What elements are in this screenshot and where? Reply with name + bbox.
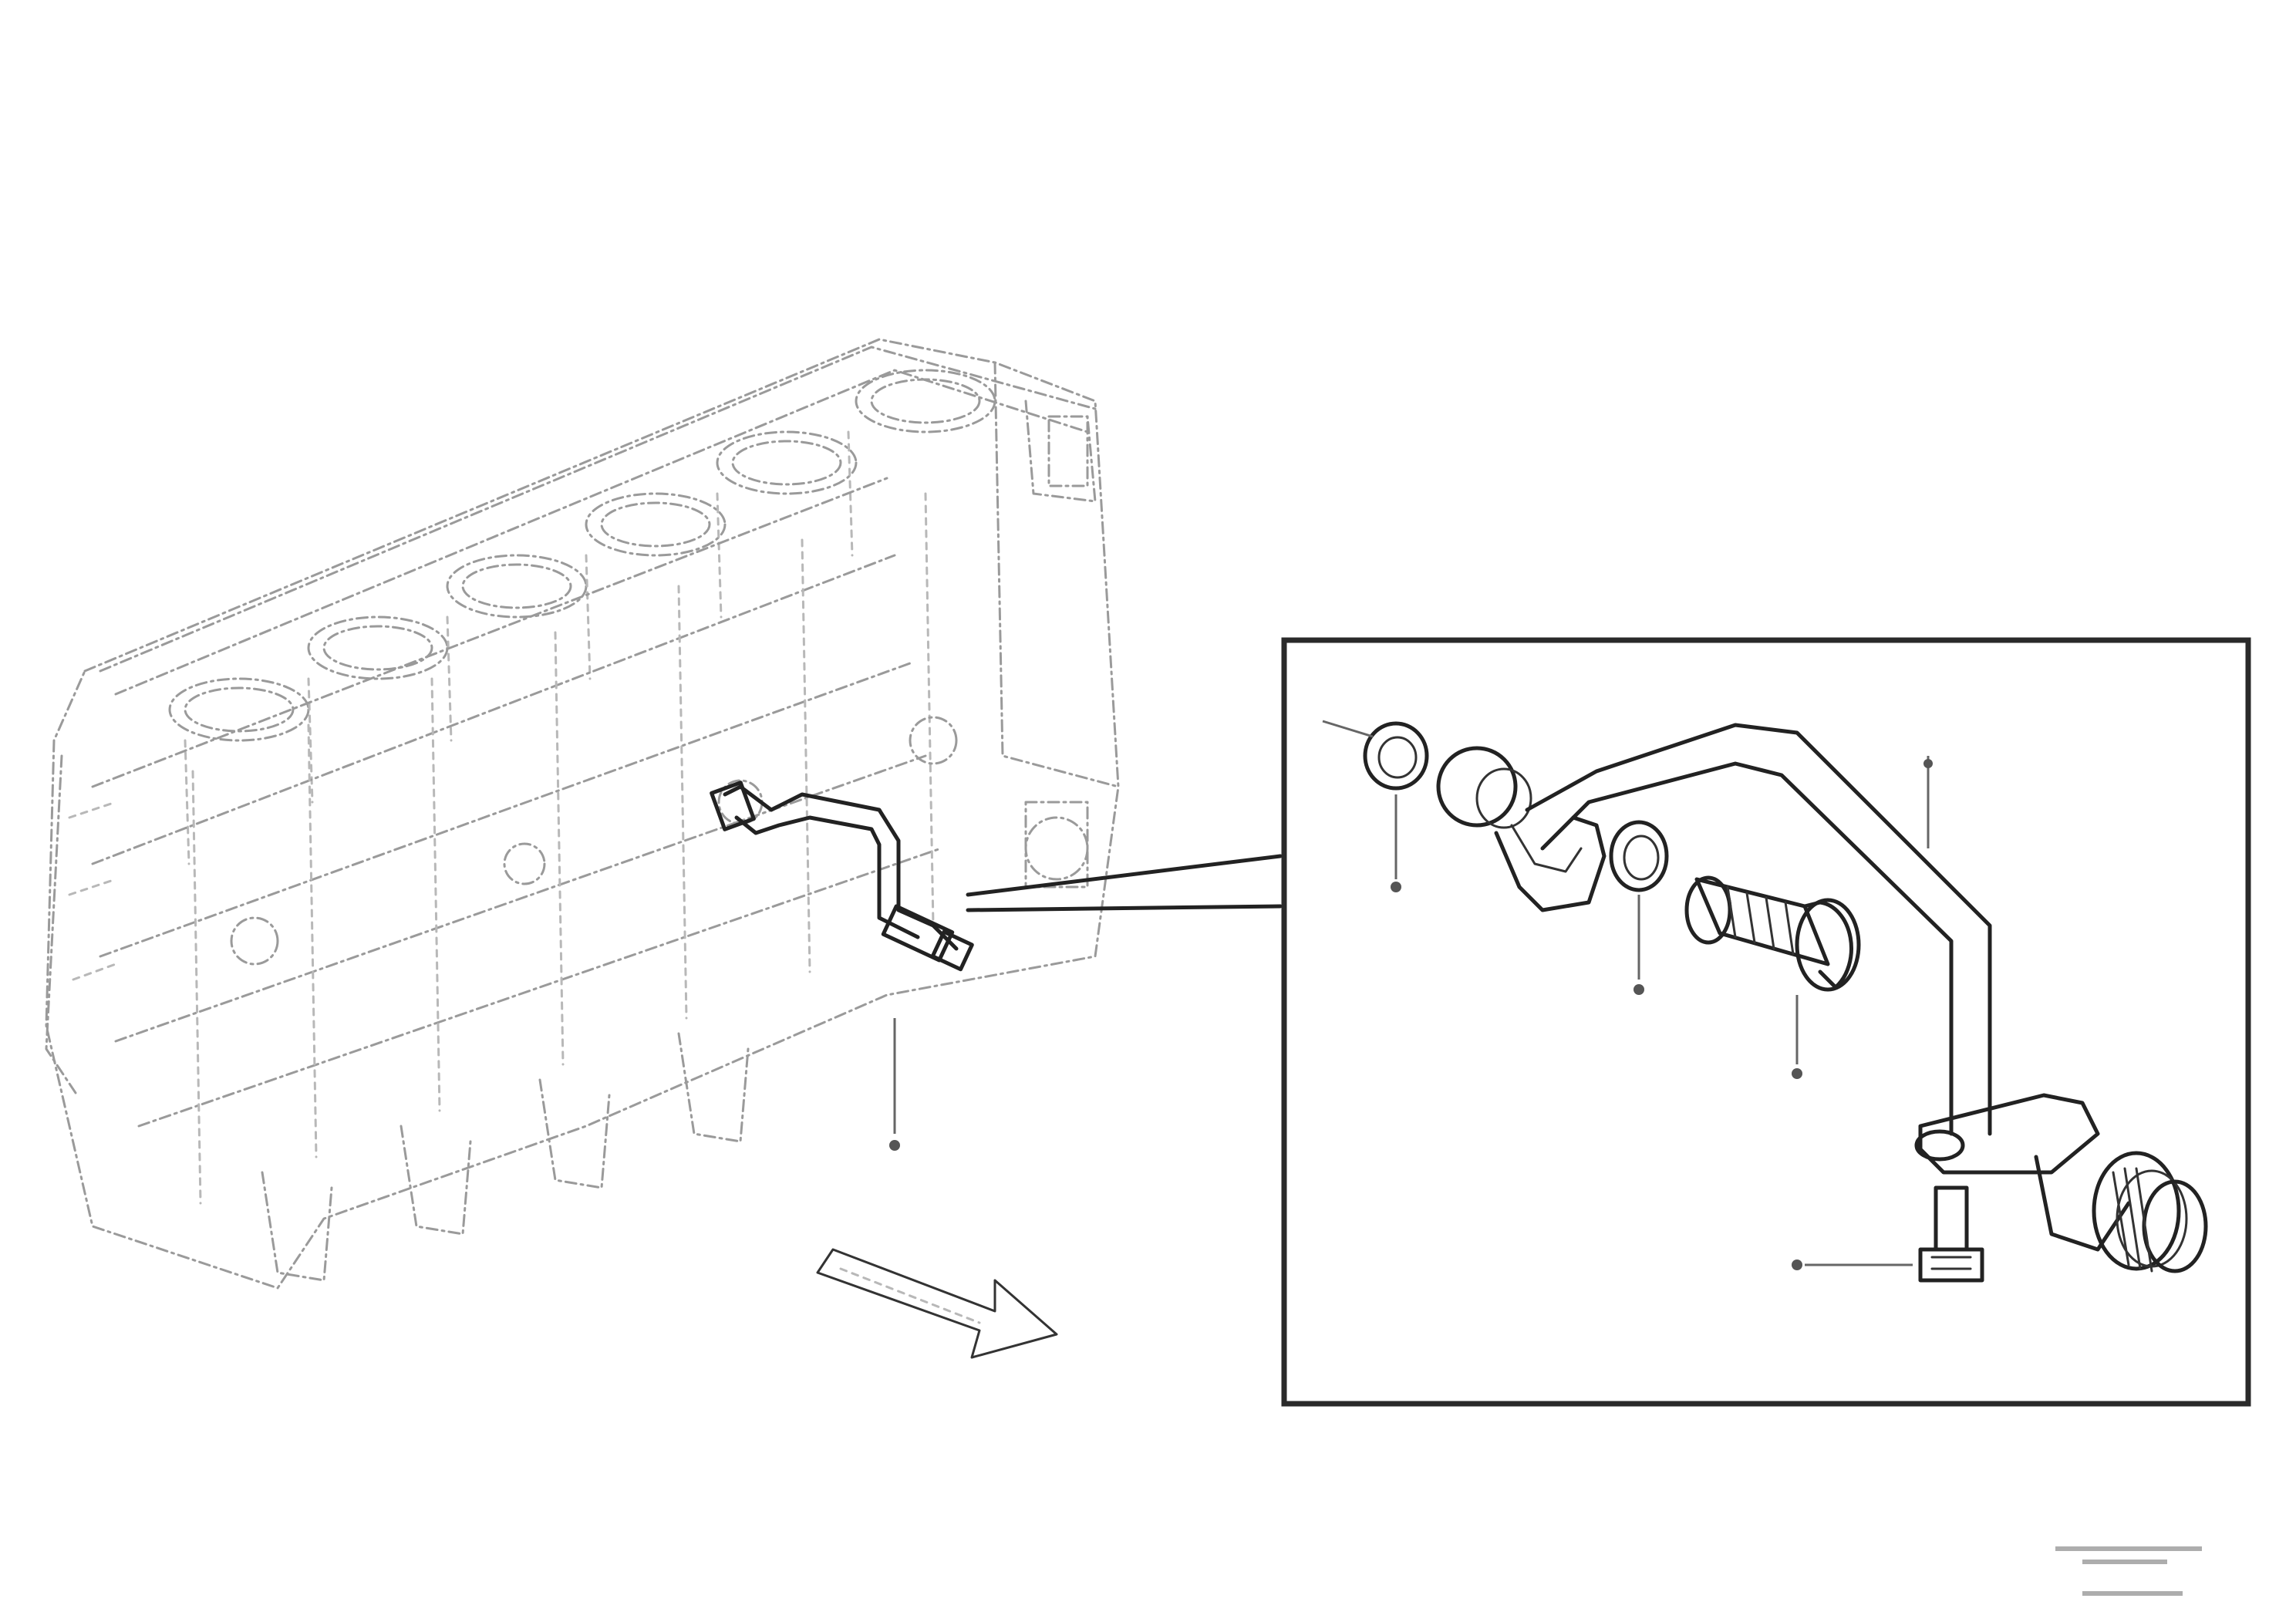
detail-connector bbox=[966, 854, 1283, 912]
overview-callout bbox=[889, 1018, 900, 1151]
reference-bar-bottom bbox=[2082, 1591, 2183, 1596]
engine-block-illustration bbox=[45, 338, 1120, 1290]
direction-arrow-icon bbox=[816, 1248, 1058, 1359]
fastening-bolt bbox=[1792, 1185, 1984, 1283]
oil-pipe-on-block bbox=[710, 781, 974, 972]
seal-ring-lower bbox=[1609, 820, 1669, 995]
detail-view-frame bbox=[1281, 637, 2251, 1407]
seal-ring-upper bbox=[1436, 746, 1532, 829]
detail-view bbox=[1322, 720, 2208, 1283]
oil-pipe bbox=[1494, 723, 2208, 1273]
filter-cartridge bbox=[1684, 875, 1861, 1079]
reference-bar-top bbox=[2055, 1546, 2202, 1551]
seal-ring-top bbox=[1322, 720, 1429, 892]
reference-bar-middle bbox=[2082, 1560, 2167, 1564]
